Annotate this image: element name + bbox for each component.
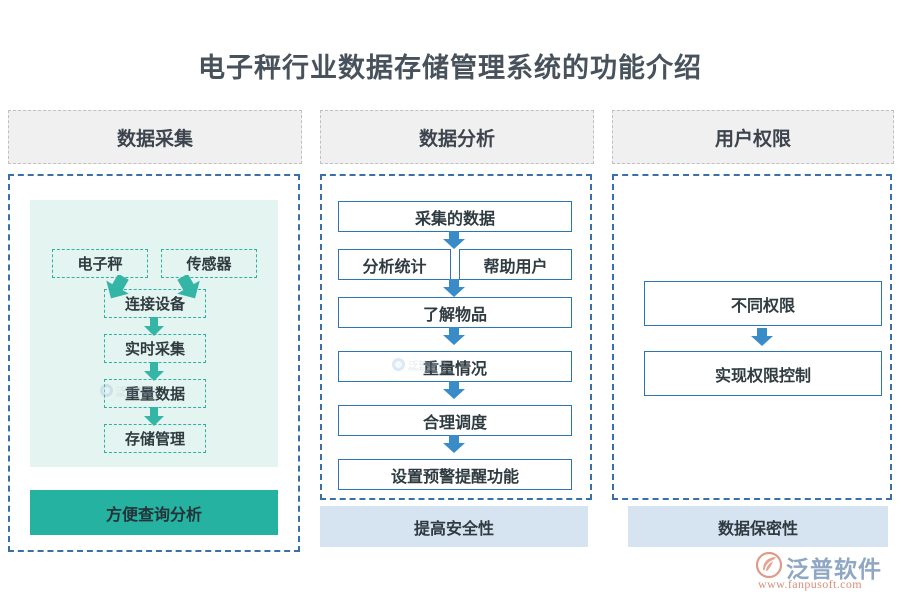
arrow-down-icon: [443, 435, 465, 453]
arrow-down-icon: [106, 275, 129, 299]
flow-node-label: 重量数据: [124, 387, 185, 403]
flow-node-label: 分析统计: [362, 258, 427, 276]
flow-node-label: 了解物品: [422, 306, 487, 324]
flow-node-connect-device: 连接设备: [104, 289, 206, 318]
arrow-down-icon: [144, 317, 164, 336]
column-header-data-collection: 数据采集: [8, 110, 302, 164]
flow-node-label: 电子秤: [77, 257, 123, 273]
flow-node-weight-status: 重量情况: [338, 351, 572, 382]
brand-logo: 泛普软件 www.fanpusoft.com: [756, 550, 896, 596]
arrow-down-icon: [751, 328, 773, 346]
flow-node-analysis-statistics: 分析统计: [338, 249, 451, 280]
flow-node-help-users: 帮助用户: [459, 249, 572, 280]
arrow-down-icon: [443, 381, 465, 399]
arrow-down-icon: [443, 279, 465, 297]
arrow-down-icon: [443, 231, 465, 249]
flow-node-weight-data: 重量数据: [104, 379, 206, 408]
cta-convenient-query-analysis[interactable]: 方便查询分析: [30, 490, 278, 535]
flow-node-label: 帮助用户: [483, 258, 548, 276]
footer-improve-security: 提高安全性: [320, 506, 588, 547]
flow-node-label: 设置预警提醒功能: [390, 468, 519, 486]
flow-node-label: 实现权限控制: [714, 367, 811, 385]
footer-label: 提高安全性: [413, 520, 494, 538]
fanpu-logo-icon: [756, 552, 782, 578]
flow-node-different-permissions: 不同权限: [644, 281, 882, 326]
flow-node-label: 连接设备: [124, 297, 185, 313]
column-header-label: 数据分析: [418, 128, 495, 150]
column-header-label: 用户权限: [714, 128, 791, 150]
flow-node-electronic-scale: 电子秤: [52, 249, 148, 278]
flow-node-label: 传感器: [186, 257, 232, 273]
flow-node-label: 采集的数据: [414, 210, 495, 228]
arrow-down-icon: [144, 362, 164, 381]
arrow-down-icon: [443, 327, 465, 345]
flow-node-label: 实时采集: [124, 342, 185, 358]
flow-node-sensor: 传感器: [161, 249, 257, 278]
arrow-down-icon: [144, 407, 164, 426]
flow-node-implement-permission-control: 实现权限控制: [644, 351, 882, 396]
footer-data-confidentiality: 数据保密性: [628, 506, 888, 547]
column-header-data-analysis: 数据分析: [320, 110, 594, 164]
flow-node-alert-reminder-setting: 设置预警提醒功能: [338, 459, 572, 490]
flow-node-storage-management: 存储管理: [104, 424, 206, 453]
column-header-user-permissions: 用户权限: [612, 110, 894, 164]
cta-label: 方便查询分析: [105, 506, 202, 524]
flow-node-label: 存储管理: [124, 432, 185, 448]
flow-node-collected-data: 采集的数据: [338, 201, 572, 232]
flow-node-reasonable-scheduling: 合理调度: [338, 405, 572, 436]
column-body-user-permissions: [612, 174, 892, 500]
brand-url: www.fanpusoft.com: [758, 577, 863, 591]
flow-node-understand-items: 了解物品: [338, 297, 572, 328]
arrow-down-icon: [177, 275, 200, 299]
brand-name: 泛普软件: [786, 556, 882, 582]
column-header-label: 数据采集: [116, 128, 193, 150]
flow-node-label: 重量情况: [422, 360, 487, 378]
page-title: 电子秤行业数据存储管理系统的功能介绍: [198, 53, 702, 83]
flow-node-label: 不同权限: [730, 297, 795, 315]
flow-node-realtime-collection: 实时采集: [104, 334, 206, 363]
flow-node-label: 合理调度: [422, 414, 487, 432]
footer-label: 数据保密性: [717, 520, 798, 538]
